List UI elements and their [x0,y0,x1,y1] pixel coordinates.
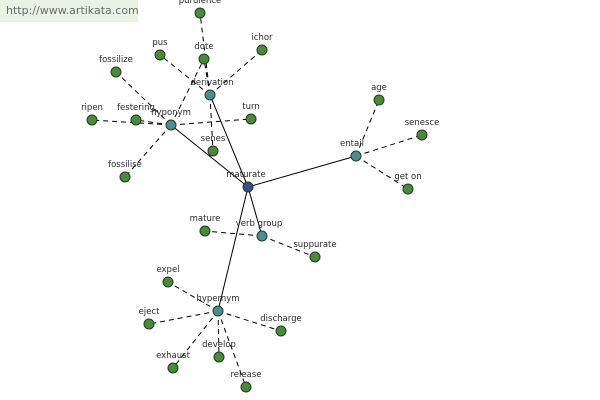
node-turn[interactable] [245,113,257,125]
edge-hyponym-fossilize [115,71,172,126]
edge-derivation-pus [159,54,211,96]
node-eject[interactable] [143,318,155,330]
edge-entail-get-on [355,155,409,190]
edge-derivation-ichor [209,49,263,96]
edge-derivation-purulence [199,12,211,96]
node-purulence[interactable] [194,7,206,19]
node-senes[interactable] [207,145,219,157]
node-fossilise[interactable] [119,171,131,183]
node-maturate[interactable] [242,181,254,193]
node-label-expel: expel [156,265,179,275]
node-label-ichor: ichor [251,33,273,43]
edge-hyponym-turn [170,118,252,126]
node-label-purulence: purulence [179,0,222,6]
labels-layer: maturate derivation hyponym entail verb grou… [81,0,439,380]
node-label-develop: develop [202,340,236,350]
node-suppurate[interactable] [309,251,321,263]
edge-hyponym-festering [135,119,172,126]
node-label-derivation: derivation [190,78,233,88]
node-senesce[interactable] [416,129,428,141]
node-label-senesce: senesce [405,118,440,128]
node-verb-group[interactable] [256,230,268,242]
edge-verb-group-mature [204,230,263,237]
edge-maturate-hyponym [170,124,249,188]
node-label-eject: eject [139,307,160,317]
edge-entail-age [355,99,380,157]
node-hypernym[interactable] [212,305,224,317]
edge-hypernym-release [217,310,247,388]
node-derivation[interactable] [204,89,216,101]
node-label-fossilise: fossilise [108,160,142,170]
node-label-verb-group: verb group [236,219,283,229]
node-label-suppurate: suppurate [293,240,336,250]
node-develop[interactable] [213,351,225,363]
edge-maturate-verb-group [247,186,263,237]
node-release[interactable] [240,381,252,393]
node-label-maturate: maturate [226,170,265,180]
node-age[interactable] [373,94,385,106]
edge-derivation-dote [203,58,211,96]
node-label-hypernym: hypernym [196,294,239,304]
edge-hypernym-expel [167,281,219,312]
node-label-get-on: get on [394,172,421,182]
edge-derivation-senes [209,94,214,152]
node-discharge[interactable] [275,325,287,337]
node-expel[interactable] [162,276,174,288]
edge-hyponym-fossilise [124,124,172,178]
node-label-exhaust: exhaust [156,351,191,361]
edge-entail-senesce [355,134,423,157]
edge-hypernym-eject [148,310,219,325]
node-label-dote: dote [194,42,213,52]
node-mature[interactable] [199,225,211,237]
node-pus[interactable] [154,49,166,61]
watermark-url: http://www.artikata.com [0,0,139,22]
node-festering[interactable] [130,114,142,126]
node-get-on[interactable] [402,183,414,195]
node-hyponym[interactable] [165,119,177,131]
edge-hyponym-dote [170,58,205,126]
node-label-senes: senes [201,134,226,144]
node-exhaust[interactable] [167,362,179,374]
node-label-hyponym: hyponym [151,108,191,118]
node-label-release: release [231,370,262,380]
node-label-festering: festering [117,103,155,113]
node-dote[interactable] [198,53,210,65]
node-fossilize[interactable] [110,66,122,78]
node-label-mature: mature [190,214,221,224]
edge-verb-group-suppurate [261,235,316,258]
edge-hypernym-develop [217,310,220,358]
edges-layer [91,12,423,388]
node-label-turn: turn [242,102,259,112]
node-ichor[interactable] [256,44,268,56]
node-label-ripen: ripen [81,103,103,113]
node-label-entail: entail [340,139,364,149]
node-ripen[interactable] [86,114,98,126]
edge-maturate-hypernym [217,186,249,312]
node-label-discharge: discharge [260,314,301,324]
edge-maturate-entail [247,155,357,188]
node-label-pus: pus [152,38,168,48]
edge-hypernym-exhaust [172,310,219,369]
node-label-fossilize: fossilize [99,55,133,65]
edge-hypernym-discharge [217,310,282,332]
node-label-age: age [371,83,387,93]
nodes-layer [86,7,428,393]
edge-maturate-derivation [209,94,249,188]
node-entail[interactable] [350,150,362,162]
